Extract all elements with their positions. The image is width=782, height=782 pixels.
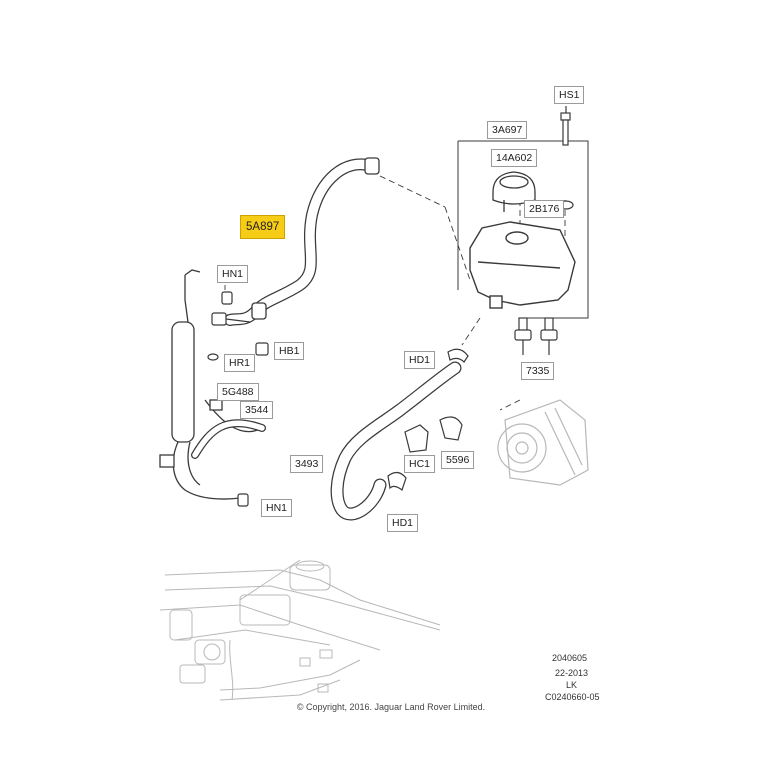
seal-hr1 bbox=[207, 353, 219, 361]
reservoir-3a697 bbox=[469, 221, 576, 309]
clip-hb1 bbox=[255, 342, 269, 356]
label-hn1-bottom: HN1 bbox=[261, 499, 293, 517]
label-hs1: HS1 bbox=[554, 86, 585, 104]
label-5g488: 5G488 bbox=[217, 383, 259, 401]
hose-cooler-feed bbox=[191, 419, 266, 459]
bolt-hs1 bbox=[560, 106, 571, 146]
meta-ref-2: 22-2013 bbox=[555, 668, 589, 678]
fitting-line bbox=[211, 312, 251, 326]
label-3a697: 3A697 bbox=[487, 121, 528, 139]
label-hc1: HC1 bbox=[404, 455, 436, 473]
label-hn1-top: HN1 bbox=[217, 265, 249, 283]
reservoir-group-frame bbox=[458, 140, 589, 319]
reservoir-cap-14a602 bbox=[492, 171, 536, 212]
clip-hn1-bottom bbox=[237, 493, 249, 507]
vehicle-overview-sketch bbox=[159, 559, 441, 701]
label-hd1-top: HD1 bbox=[404, 351, 436, 369]
label-3493: 3493 bbox=[290, 455, 324, 473]
label-14a602: 14A602 bbox=[491, 149, 538, 167]
cooler-5g488 bbox=[159, 269, 263, 500]
label-hd1-bottom: HD1 bbox=[387, 514, 419, 532]
label-2b176: 2B176 bbox=[524, 200, 565, 218]
clamp-5596 bbox=[439, 416, 463, 441]
copyright-text: © Copyright, 2016. Jaguar Land Rover Lim… bbox=[296, 702, 486, 712]
power-steering-pump bbox=[497, 399, 589, 486]
clamp-hd1-bottom bbox=[387, 471, 407, 491]
label-5a897: 5A897 bbox=[240, 215, 286, 239]
label-3544: 3544 bbox=[240, 401, 274, 419]
hose-5a897 bbox=[224, 157, 380, 326]
meta-ref-1: 2040605 bbox=[552, 653, 588, 663]
clip-hn1-top bbox=[221, 291, 233, 305]
hose-3493 bbox=[330, 361, 462, 521]
meta-ref-3: LK bbox=[566, 680, 578, 690]
label-hr1: HR1 bbox=[224, 354, 256, 372]
fittings-7335 bbox=[514, 317, 558, 355]
label-7335: 7335 bbox=[521, 362, 555, 380]
label-5596: 5596 bbox=[441, 451, 475, 469]
label-hb1: HB1 bbox=[274, 342, 305, 360]
clamp-hd1-top bbox=[447, 348, 469, 363]
meta-ref-4: C0240660-05 bbox=[545, 692, 600, 702]
clamp-hc1 bbox=[404, 424, 429, 453]
